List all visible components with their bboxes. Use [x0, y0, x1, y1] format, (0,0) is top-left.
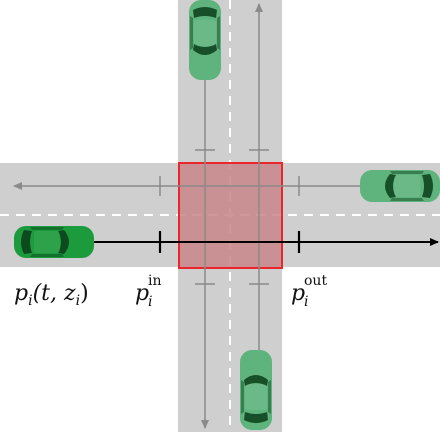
south-car-icon	[240, 350, 272, 430]
exit-point-sub: i	[304, 294, 308, 310]
exit-point-label: p	[291, 281, 305, 306]
entry-point-sup: in	[148, 273, 162, 289]
north-car-icon	[189, 0, 221, 80]
ego-position-label: pi(t, zi)	[14, 281, 89, 309]
entry-point-label: p	[135, 281, 149, 306]
ego-car-icon	[14, 226, 94, 258]
lane-ticks	[159, 149, 300, 285]
east-car-icon	[360, 170, 440, 202]
entry-point-sub: i	[148, 294, 152, 310]
conflict-zone	[178, 162, 283, 269]
exit-point-sup: out	[304, 273, 327, 289]
